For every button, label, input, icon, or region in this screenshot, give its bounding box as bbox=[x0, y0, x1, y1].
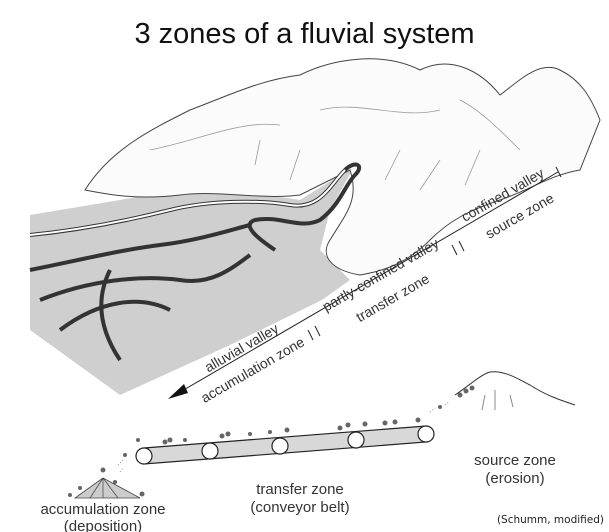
belt-rollers bbox=[135, 425, 435, 465]
source-hill bbox=[454, 371, 576, 406]
caption-accumulation-zone: accumulation zone bbox=[40, 501, 165, 518]
sediment-particles bbox=[68, 385, 475, 497]
caption-erosion: (erosion) bbox=[485, 470, 544, 487]
downstream-arrow-icon bbox=[168, 384, 188, 399]
caption-transfer-zone: transfer zone bbox=[256, 481, 344, 498]
deposition-mound bbox=[73, 477, 141, 499]
caption-deposition: (deposition) bbox=[64, 518, 142, 532]
river-channel bbox=[29, 162, 362, 362]
caption-source-zone: source zone bbox=[474, 452, 556, 469]
diagram-title: 3 zones of a fluvial system bbox=[134, 18, 475, 50]
citation: (Schumm, modified) bbox=[497, 514, 604, 526]
mountain-range bbox=[84, 58, 601, 276]
caption-conveyor-belt: (conveyor belt) bbox=[250, 499, 349, 516]
downstream-axis bbox=[174, 171, 559, 396]
